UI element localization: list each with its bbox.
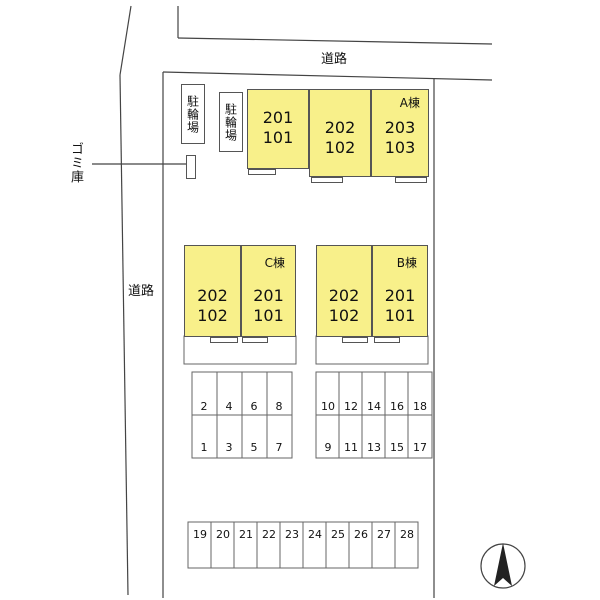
road-label-left: 道路 — [128, 284, 155, 299]
parking-space-number: 2 — [200, 400, 208, 413]
parking-space-number: 23 — [285, 528, 299, 541]
room-number: 102 — [197, 306, 228, 325]
parking-space-number: 7 — [275, 441, 283, 454]
room-number: 101 — [253, 306, 284, 325]
parking-space-number: 18 — [413, 400, 427, 413]
room-number: 101 — [262, 128, 294, 147]
entry-step — [248, 169, 276, 175]
road-label-top: 道路 — [321, 52, 348, 67]
parking-space-number: 24 — [308, 528, 322, 541]
room-number: 102 — [324, 138, 356, 157]
parking-space-number: 28 — [400, 528, 414, 541]
parking-space-number: 1 — [200, 441, 208, 454]
parking-space-number: 21 — [239, 528, 253, 541]
room-number: 201 — [262, 108, 294, 127]
room-number: 102 — [328, 306, 360, 325]
parking-space-number: 6 — [250, 400, 258, 413]
room-number: 203 — [384, 118, 416, 137]
parking-space-number: 15 — [390, 441, 404, 454]
bike-parking-2: 駐輪場 — [219, 92, 243, 152]
trash-label: ゴミ庫 — [68, 142, 83, 184]
parking-space-number: 10 — [321, 400, 335, 413]
entry-step — [374, 337, 400, 343]
parking-space-number: 5 — [250, 441, 258, 454]
parking-space-number: 12 — [344, 400, 358, 413]
room-number: 201 — [384, 286, 416, 305]
room-number: 201 — [253, 286, 284, 305]
building-b-name: B棟 — [396, 256, 417, 270]
parking-space-number: 3 — [225, 441, 233, 454]
parking-space-number: 14 — [367, 400, 381, 413]
entry-step — [210, 337, 238, 343]
room-number: 202 — [324, 118, 356, 137]
entry-step — [342, 337, 368, 343]
parking-space-number: 22 — [262, 528, 276, 541]
trash-bin — [186, 155, 196, 179]
entry-step — [311, 177, 343, 183]
room-number: 103 — [384, 138, 416, 157]
bike-parking-1: 駐輪場 — [181, 84, 205, 144]
room-number: 101 — [384, 306, 416, 325]
parking-space-number: 11 — [344, 441, 358, 454]
entry-step — [242, 337, 268, 343]
parking-space-number: 4 — [225, 400, 233, 413]
parking-space-number: 9 — [324, 441, 332, 454]
entry-step — [395, 177, 427, 183]
parking-space-number: 17 — [413, 441, 427, 454]
building-a-name: A棟 — [399, 96, 420, 110]
parking-space-number: 26 — [354, 528, 368, 541]
building-c-name: C棟 — [264, 256, 285, 270]
parking-space-number: 27 — [377, 528, 391, 541]
room-number: 202 — [197, 286, 228, 305]
room-number: 202 — [328, 286, 360, 305]
parking-space-number: 19 — [193, 528, 207, 541]
parking-space-number: 25 — [331, 528, 345, 541]
parking-space-number: 16 — [390, 400, 404, 413]
parking-space-number: 13 — [367, 441, 381, 454]
north-arrow-icon — [480, 543, 526, 589]
parking-space-number: 20 — [216, 528, 230, 541]
parking-space-number: 8 — [275, 400, 283, 413]
